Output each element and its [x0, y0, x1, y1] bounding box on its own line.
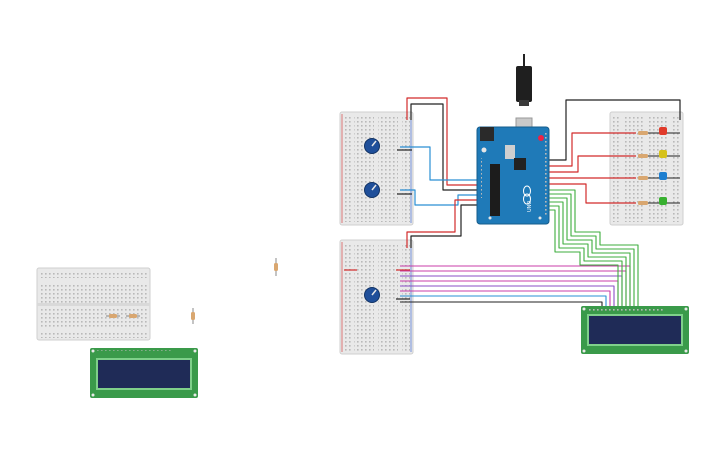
wire-black	[410, 204, 478, 248]
led-yellow[interactable]	[659, 150, 667, 158]
wire-green	[548, 201, 627, 306]
wire-purple	[400, 285, 615, 306]
arduino-infinity-logo-icon	[523, 185, 531, 205]
usb-cable[interactable]	[515, 54, 533, 137]
resistor[interactable]	[274, 258, 278, 276]
wire-black	[410, 103, 478, 191]
led-blue[interactable]	[659, 172, 667, 180]
wire-green	[548, 209, 619, 306]
breadboard-right[interactable]	[609, 111, 684, 226]
resistor[interactable]	[106, 314, 120, 318]
wire-blue	[400, 295, 607, 306]
wire-green	[548, 197, 631, 306]
wire-red	[548, 155, 636, 173]
wire-blue	[400, 189, 478, 206]
wire-blue	[400, 146, 478, 181]
arduino-uno-board[interactable]	[476, 126, 550, 225]
wire-green	[548, 189, 639, 306]
wires	[344, 97, 681, 306]
potentiometer[interactable]	[364, 287, 380, 303]
led-green[interactable]	[659, 197, 667, 205]
wire-magenta	[400, 290, 611, 306]
wire-green	[548, 205, 623, 306]
wire-black	[548, 99, 681, 161]
breadboard-left[interactable]	[36, 267, 151, 341]
led-red[interactable]	[659, 127, 667, 135]
breadboard-top[interactable]	[339, 111, 414, 226]
wire-red	[406, 97, 478, 186]
potentiometer[interactable]	[364, 138, 380, 154]
lcd-module-right[interactable]	[581, 306, 689, 354]
wire-green	[548, 193, 635, 306]
wire-red	[548, 132, 636, 167]
resistor[interactable]	[126, 314, 140, 318]
arduino-logo-text: UNO	[527, 201, 533, 212]
wire-black	[400, 301, 603, 306]
potentiometer[interactable]	[364, 182, 380, 198]
resistor[interactable]	[191, 308, 195, 324]
wire-red	[548, 183, 636, 204]
wire-red	[406, 199, 478, 248]
lcd-module-left[interactable]	[90, 348, 198, 398]
